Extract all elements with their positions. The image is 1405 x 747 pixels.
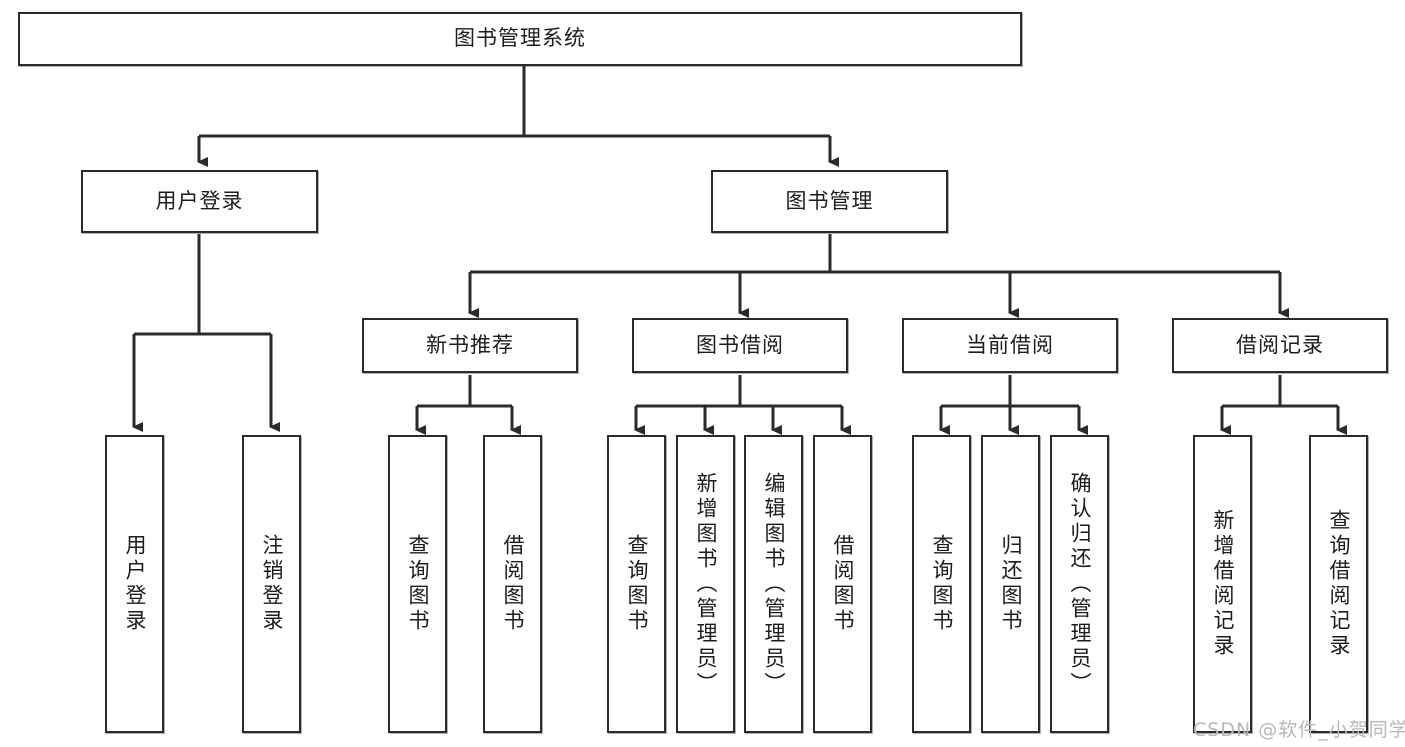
leaf-user-login[interactable]: 用户登录 [105,435,164,733]
leaf-cur-return-label: 归还图书 [999,534,1024,634]
leaf-user-logout[interactable]: 注销登录 [242,435,301,733]
node-new-book-rec[interactable]: 新书推荐 [362,318,578,373]
leaf-cur-return[interactable]: 归还图书 [981,435,1040,733]
leaf-borrow-query[interactable]: 查询图书 [607,435,666,733]
leaf-borrow-query-label: 查询图书 [625,534,650,634]
node-root-label: 图书管理系统 [454,26,586,51]
node-borrow-record[interactable]: 借阅记录 [1172,318,1388,373]
node-current-borrow[interactable]: 当前借阅 [902,318,1118,373]
leaf-borrow-add[interactable]: 新增图书（管理员） [676,435,735,733]
leaf-user-logout-label: 注销登录 [260,534,285,634]
leaf-borrow-do[interactable]: 借阅图书 [813,435,872,733]
leaf-user-login-label: 用户登录 [123,534,148,634]
leaf-borrow-edit-label: 编辑图书（管理员） [762,471,787,697]
leaf-cur-query[interactable]: 查询图书 [912,435,971,733]
leaf-rec-query-label: 查询图书 [406,534,431,634]
leaf-borrow-do-label: 借阅图书 [831,534,856,634]
leaf-rec-search-label: 查询借阅记录 [1327,509,1352,659]
node-book-admin[interactable]: 图书管理 [711,170,948,233]
csdn-watermark: CSDN @软件_小贺同学 [1193,719,1405,741]
node-book-admin-label: 图书管理 [785,188,874,213]
node-user-login-label: 用户登录 [155,188,244,213]
node-root[interactable]: 图书管理系统 [18,12,1022,66]
node-current-borrow-label: 当前借阅 [966,332,1054,357]
leaf-rec-query[interactable]: 查询图书 [388,435,447,733]
node-user-login[interactable]: 用户登录 [81,170,318,233]
node-book-borrow-label: 图书借阅 [696,332,784,357]
leaf-cur-confirm[interactable]: 确认归还（管理员） [1050,435,1109,733]
leaf-borrow-edit[interactable]: 编辑图书（管理员） [744,435,803,733]
leaf-rec-add[interactable]: 新增借阅记录 [1193,435,1252,733]
leaf-borrow-add-label: 新增图书（管理员） [694,471,719,697]
leaf-rec-borrow[interactable]: 借阅图书 [483,435,542,733]
leaf-cur-query-label: 查询图书 [930,534,955,634]
node-new-book-rec-label: 新书推荐 [426,332,514,357]
leaf-rec-add-label: 新增借阅记录 [1211,509,1236,659]
leaf-rec-search[interactable]: 查询借阅记录 [1309,435,1368,733]
node-book-borrow[interactable]: 图书借阅 [632,318,848,373]
leaf-rec-borrow-label: 借阅图书 [501,534,526,634]
node-borrow-record-label: 借阅记录 [1236,332,1324,357]
leaf-cur-confirm-label: 确认归还（管理员） [1068,471,1093,697]
